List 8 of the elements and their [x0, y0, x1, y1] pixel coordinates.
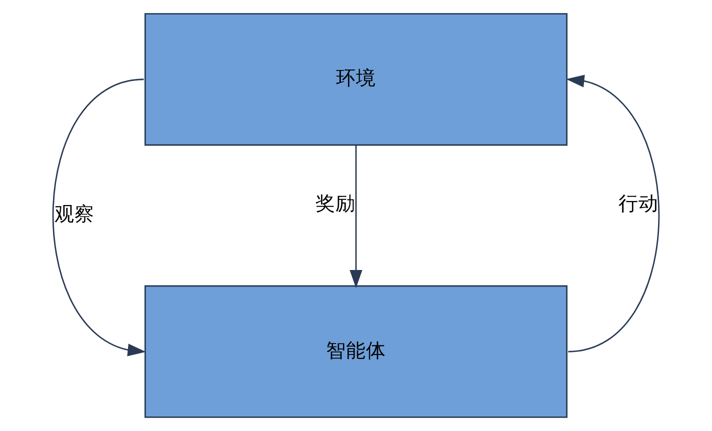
edge-label: 观察: [54, 202, 95, 226]
node-box: 智能体: [144, 285, 568, 418]
edge-label: 行动: [618, 192, 659, 216]
edge-label: 奖励: [316, 192, 356, 215]
node-box: 环境: [144, 13, 568, 146]
arrow: [350, 145, 362, 288]
arrow: [52, 78, 146, 356]
arrow: [566, 74, 660, 352]
